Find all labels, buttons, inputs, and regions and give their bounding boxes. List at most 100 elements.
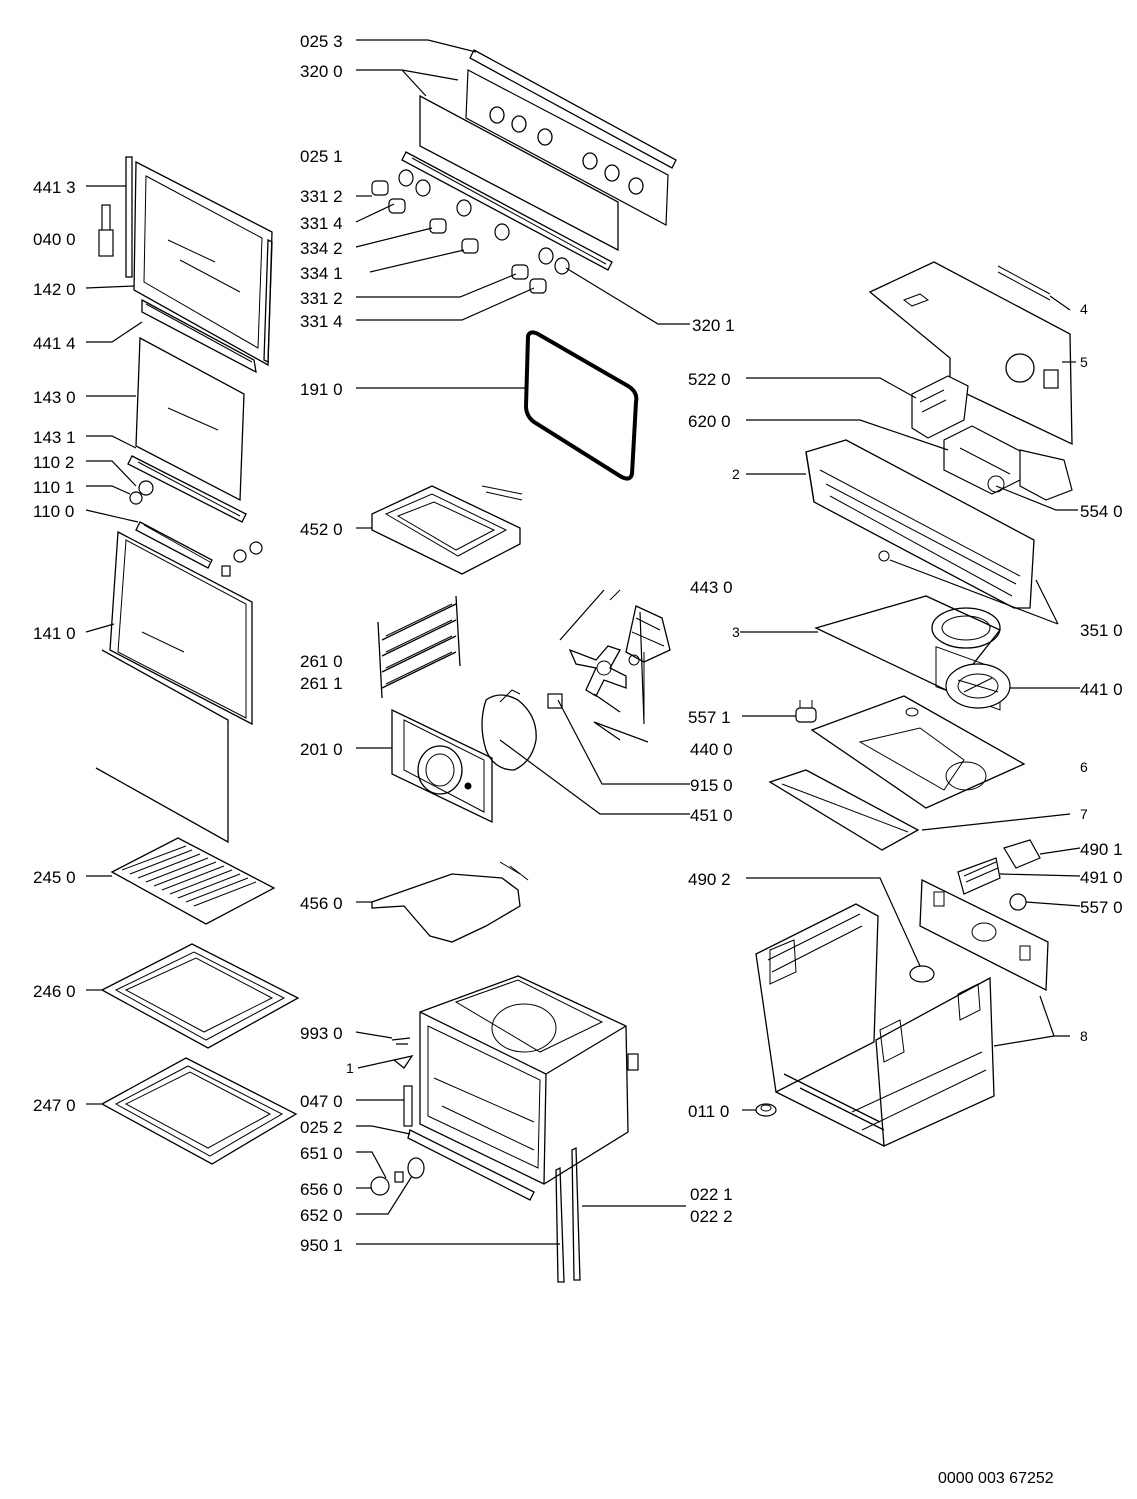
callout-1910: 191 0 [300,380,343,399]
back-panel-part [919,878,1049,992]
fan-motor-part [609,589,671,724]
callout-3312b: 331 2 [300,289,343,308]
callout-0110: 011 0 [688,1102,729,1121]
callout-3342: 334 2 [300,239,343,258]
baking-tray-part [100,943,300,1049]
door-spacer-part [127,455,263,577]
door-seal-part [523,330,639,481]
callout-4902: 490 2 [688,870,731,889]
callout-3200: 320 0 [300,62,343,81]
callout-6200: 620 0 [688,412,731,431]
callout-7: 7 [1080,806,1088,822]
knobs-group [371,169,570,294]
callout-5570: 557 0 [1080,898,1123,917]
callout-0222: 022 2 [690,1207,733,1226]
callout-5571: 557 1 [688,708,731,727]
callout-6: 6 [1080,759,1088,775]
terminal-block-part [943,425,1073,501]
callout-4901: 490 1 [1080,840,1123,859]
convection-fan-part [547,645,627,713]
callout-6560: 656 0 [300,1180,343,1199]
heat-shield-part [814,595,1002,691]
callout-5540: 554 0 [1080,502,1123,521]
callout-3312a: 331 2 [300,187,343,206]
door-hinge-part [98,204,114,257]
callout-3: 3 [732,624,740,640]
callout-9150: 915 0 [690,776,733,795]
callout-2460: 246 0 [33,982,76,1001]
callout-0400: 040 0 [33,230,76,249]
callout-4910: 491 0 [1080,868,1123,887]
lower-element-part [371,861,529,943]
callout-1420: 142 0 [33,280,76,299]
callout-9930: 993 0 [300,1024,343,1043]
callout-4410: 441 0 [1080,680,1123,699]
connector-block-part [957,839,1041,911]
callout-2: 2 [732,466,740,482]
callout-8: 8 [1080,1028,1088,1044]
switch-block-part [911,375,969,439]
callout-4: 4 [1080,301,1088,317]
callout-1102: 110 2 [33,453,74,472]
callout-4560: 456 0 [300,894,343,913]
callout-4520: 452 0 [300,520,343,539]
door-inner-frame-part [125,156,273,367]
callout-labels: 025 3 320 0 025 1 331 2 331 4 334 2 334 … [33,32,1123,1255]
callout-5: 5 [1080,354,1088,370]
callout-6510: 651 0 [300,1144,343,1163]
callout-9501: 950 1 [300,1236,343,1255]
callout-1: 1 [346,1060,354,1076]
leader-lines [85,39,1081,1245]
timer-module-part [1005,353,1059,389]
callout-4510: 451 0 [690,806,733,825]
rear-panel-part [391,708,493,824]
callout-3314a: 331 4 [300,214,343,233]
callout-0253: 025 3 [300,32,343,51]
document-code: 0000 003 67252 [938,1470,1054,1487]
callout-1101: 110 1 [33,478,74,497]
oven-cavity-part [419,975,639,1185]
grill-element-part [371,485,523,575]
callout-2010: 201 0 [300,740,343,759]
callout-3510: 351 0 [1080,621,1123,640]
panel-bracket-part [401,151,613,271]
callout-4413: 441 3 [33,178,76,197]
wire-shelf-part [110,837,276,925]
lamp-parts-group [370,1037,581,1283]
callout-0252: 025 2 [300,1118,343,1137]
callout-1430: 143 0 [33,388,76,407]
callout-2610: 261 0 [300,652,343,671]
foot-part [755,1103,777,1117]
door-outer-panel-part [95,530,253,844]
side-rails-part [377,595,461,699]
callout-4400: 440 0 [690,740,733,759]
callout-2611: 261 1 [300,674,343,693]
callout-2470: 247 0 [33,1096,76,1115]
callout-3314b: 331 4 [300,312,343,331]
callout-4430: 443 0 [690,578,733,597]
callout-6520: 652 0 [300,1206,343,1225]
thermostat-part [795,700,817,723]
callout-0221: 022 1 [690,1185,733,1204]
callout-2450: 245 0 [33,868,76,887]
door-glass-part [135,298,257,502]
callout-5220: 522 0 [688,370,731,389]
control-panel-trim-part [469,49,677,169]
cooling-fan-part [945,663,1011,709]
control-panel-part [419,69,669,252]
oven-housing-part [755,903,995,1147]
callout-4414: 441 4 [33,334,76,353]
callout-1410: 141 0 [33,624,76,643]
callout-3201: 320 1 [692,316,735,335]
drip-pan-part [100,1057,298,1165]
control-housing-part [805,439,1035,609]
callout-3341: 334 1 [300,264,343,283]
top-plate-part [810,695,1026,809]
callout-1100: 110 0 [33,502,74,521]
circular-element-part [481,689,537,771]
callout-0470: 047 0 [300,1092,343,1111]
front-trim-part [768,769,920,851]
callout-0251: 025 1 [300,147,343,166]
callout-1431: 143 1 [33,428,76,447]
